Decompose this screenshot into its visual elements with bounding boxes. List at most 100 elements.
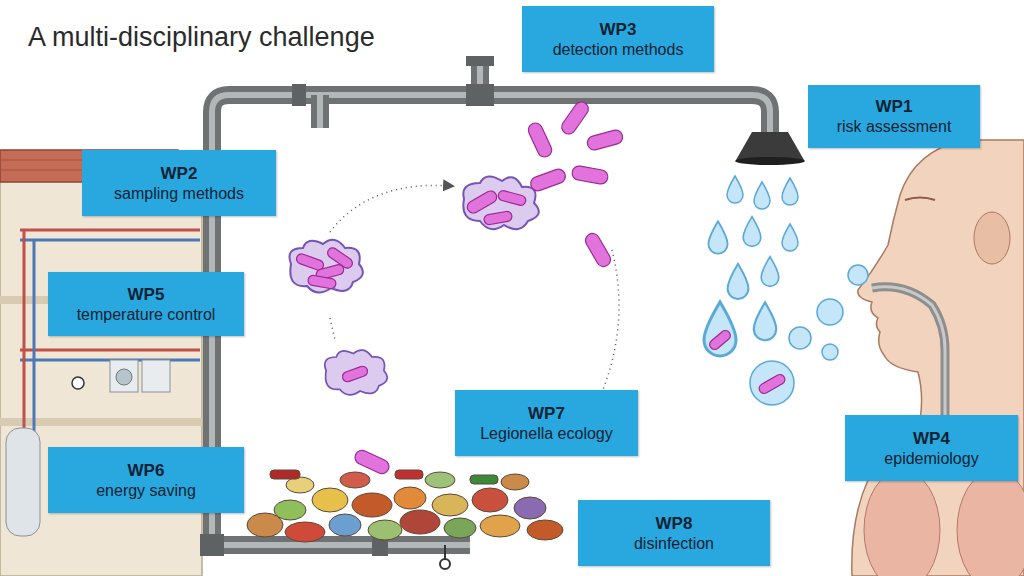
legionella-bacteria-part	[341, 365, 369, 383]
house-illustration-part	[33, 240, 36, 440]
amoeba-part	[290, 240, 363, 293]
human-head-part	[974, 212, 1010, 264]
package-number: WP1	[876, 96, 913, 117]
pipe-network-part	[292, 84, 306, 106]
legionella-bacteria-part	[483, 211, 512, 226]
package-topic: temperature control	[77, 305, 216, 325]
water-drops-part	[708, 221, 727, 253]
water-drops-part	[704, 302, 736, 356]
package-topic: disinfection	[634, 534, 714, 554]
biofilm-part	[501, 474, 529, 490]
biofilm-part	[527, 520, 563, 540]
biofilm-part	[514, 497, 546, 519]
water-drops-part	[782, 224, 798, 251]
package-number: WP4	[913, 428, 950, 449]
pipe-network-part	[466, 56, 494, 66]
amoeba-part	[325, 350, 387, 395]
legionella-bacteria-part	[326, 246, 355, 270]
package-topic: sampling methods	[114, 184, 244, 204]
biofilm-part	[274, 500, 306, 520]
work-package-box: WP6energy saving	[48, 447, 244, 513]
biofilm-part	[480, 515, 520, 537]
package-topic: epidemiology	[884, 449, 978, 469]
biofilm-part	[432, 494, 468, 516]
package-number: WP7	[528, 403, 565, 424]
water-drops-part	[754, 302, 776, 340]
house-illustration-part	[116, 369, 132, 385]
legionella-bacteria-part	[526, 121, 554, 160]
house-illustration-part	[0, 178, 202, 576]
package-number: WP8	[656, 513, 693, 534]
water-drops-part	[754, 182, 770, 209]
house-illustration-part	[20, 349, 200, 352]
water-drops-part	[822, 344, 838, 360]
house-illustration-part	[23, 230, 26, 440]
package-topic: detection methods	[553, 40, 684, 60]
pipe-network	[200, 56, 770, 569]
biofilm-part	[444, 518, 476, 538]
legionella-bacteria-part	[295, 253, 325, 272]
work-package-box: WP7Legionella ecology	[455, 390, 638, 456]
human-head-part	[864, 470, 940, 576]
biofilm	[247, 470, 563, 542]
human-head-part	[905, 198, 935, 201]
work-package-box: WP3detection methods	[522, 6, 714, 72]
pipe-network-part	[317, 95, 323, 128]
work-package-box: WP1risk assessment	[808, 85, 980, 148]
pipe-network-part	[212, 95, 770, 545]
biofilm-part	[352, 493, 392, 517]
house-illustration-part	[20, 239, 200, 242]
legionella-bacteria-part	[583, 231, 613, 269]
water-drops-part	[789, 327, 811, 349]
house-illustration-part	[142, 360, 170, 392]
legionella-bacteria-part	[497, 190, 527, 207]
biofilm-part	[472, 488, 508, 512]
pipe-network-part	[200, 542, 470, 548]
biofilm-part	[395, 470, 423, 479]
legionella-bacteria-part	[586, 129, 624, 152]
house-illustration-part	[110, 360, 138, 392]
pipe-network-part	[200, 534, 224, 556]
biofilm-part	[394, 487, 426, 509]
slide-title: A multi-disciplinary challenge	[28, 22, 375, 53]
water-drops-part	[728, 264, 749, 299]
legionella-bacteria-part	[708, 328, 733, 351]
biofilm-part	[312, 488, 348, 512]
amoeba-part	[463, 176, 538, 229]
cycle-arrow-part	[595, 250, 619, 408]
cycle-arrow-part	[330, 185, 452, 232]
biofilm-part	[425, 472, 455, 488]
package-topic: Legionella ecology	[480, 424, 613, 444]
shower-head-part	[735, 157, 805, 165]
package-number: WP5	[128, 284, 165, 305]
legionella-bacteria-part	[559, 99, 591, 137]
shower-head	[735, 132, 805, 165]
cycle-arrow-part	[330, 318, 335, 340]
human-head	[852, 140, 1024, 576]
legionella-bacteria-part	[757, 373, 786, 396]
pipe-network-part	[444, 545, 446, 560]
water-drops-part	[727, 176, 743, 203]
legionella-bacteria-part	[465, 189, 499, 215]
pipe-network-part	[440, 559, 450, 569]
water-drops-part	[817, 299, 843, 325]
pipe-network-part	[212, 95, 770, 545]
work-package-box: WP8disinfection	[578, 500, 770, 566]
package-topic: risk assessment	[837, 117, 952, 137]
biofilm-part	[368, 520, 402, 540]
water-drops-part	[848, 265, 868, 285]
legionella-bacteria-part	[353, 448, 392, 476]
water-drops	[704, 176, 868, 405]
legionella-bacteria-part	[307, 275, 336, 290]
house-illustration-part	[20, 229, 200, 232]
house-illustration-part	[72, 377, 84, 389]
biofilm-part	[400, 510, 440, 534]
legionella-bacteria-part	[571, 165, 609, 185]
human-head-part	[957, 470, 1024, 576]
pipe-network-part	[200, 536, 470, 554]
house-illustration-part	[0, 418, 202, 426]
water-drops-part	[761, 257, 779, 287]
work-package-box: WP2sampling methods	[82, 150, 276, 216]
water-drops-part	[750, 361, 794, 405]
